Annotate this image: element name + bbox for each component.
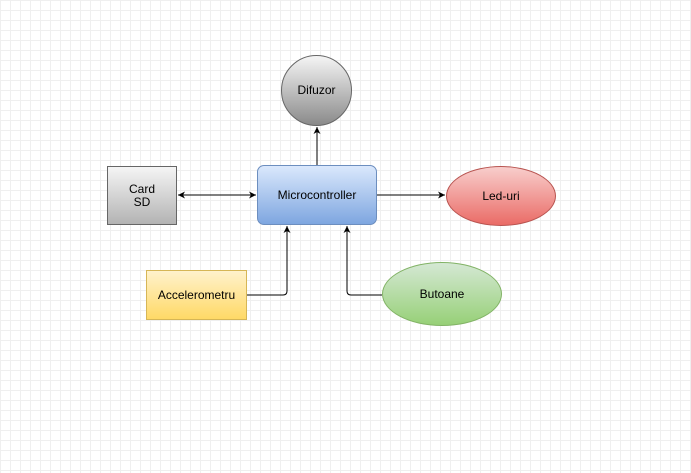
node-butoane[interactable]: Butoane	[382, 262, 502, 326]
edge-accelerometru-to-microcontroller[interactable]	[247, 226, 291, 296]
node-difuzor[interactable]: Difuzor	[281, 55, 352, 126]
node-accelerometru[interactable]: Accelerometru	[146, 270, 247, 320]
node-card-sd[interactable]: Card SD	[107, 166, 177, 225]
node-butoane-label: Butoane	[419, 286, 465, 301]
node-microcontroller-label: Microcontroller	[277, 187, 357, 202]
node-card-sd-label: Card SD	[128, 181, 155, 209]
node-accelerometru-label: Accelerometru	[157, 287, 236, 302]
edge-butoane-to-microcontroller[interactable]	[343, 226, 382, 296]
node-microcontroller[interactable]: Microcontroller	[257, 165, 377, 225]
node-difuzor-label: Difuzor	[297, 83, 336, 97]
node-led-uri-label: Led-uri	[482, 188, 520, 203]
node-led-uri[interactable]: Led-uri	[446, 166, 556, 226]
